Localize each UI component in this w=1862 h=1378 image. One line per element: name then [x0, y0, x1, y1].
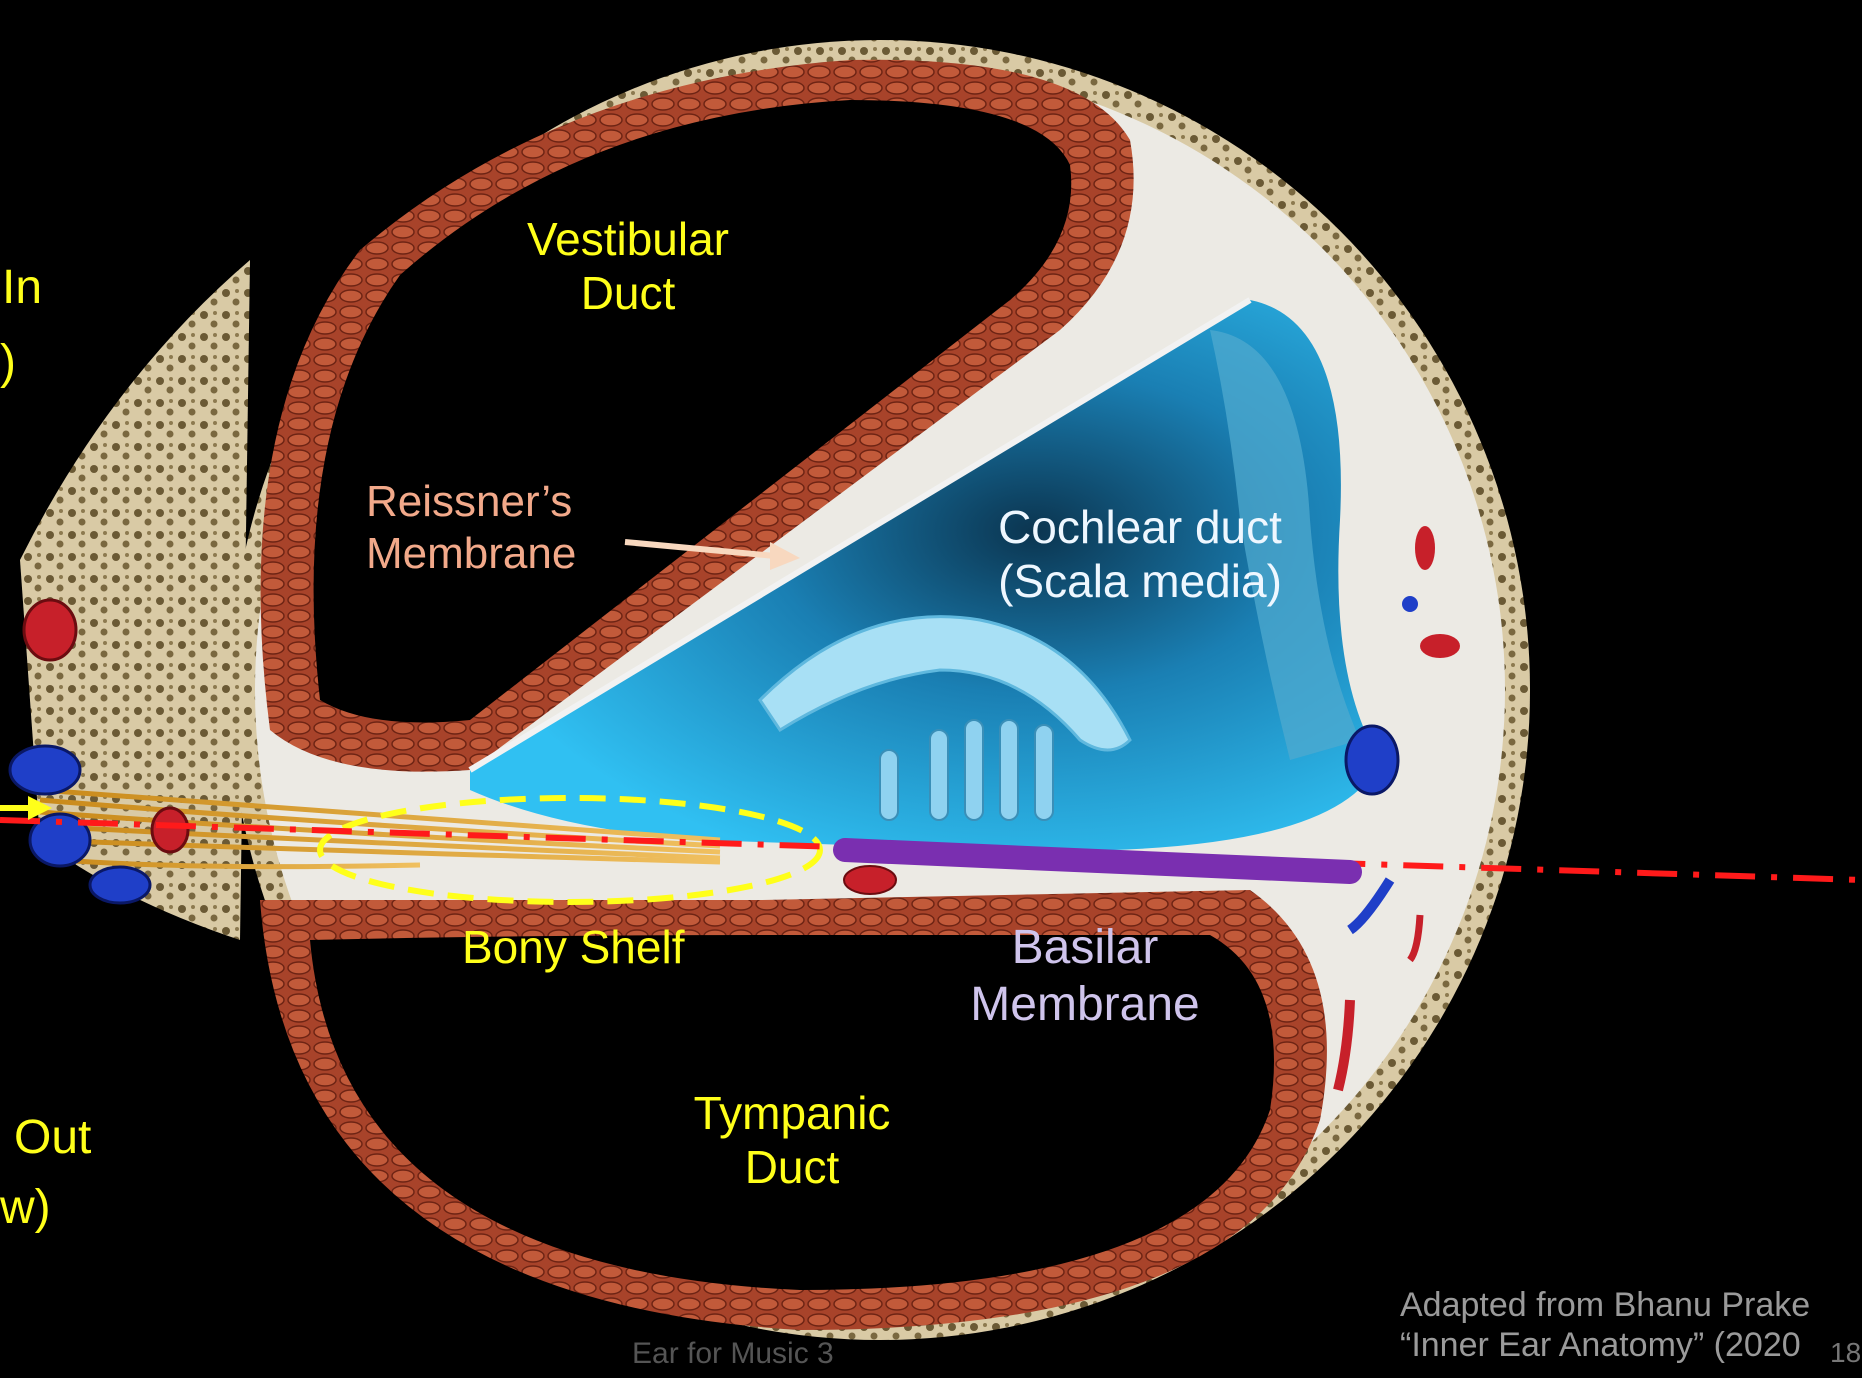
- label-vestibular-line2: Duct: [518, 266, 738, 320]
- footer-course-title: Ear for Music 3: [632, 1336, 834, 1371]
- label-reissners-line2: Membrane: [366, 528, 576, 580]
- label-cochlear-line2: (Scala media): [970, 554, 1310, 608]
- label-basilar-membrane: Basilar Membrane: [950, 920, 1220, 1033]
- label-reissners-membrane: Reissner’s Membrane: [366, 476, 576, 580]
- label-bony-shelf: Bony Shelf: [462, 920, 684, 974]
- label-in-paren: ): [0, 335, 16, 392]
- label-tympanic-line1: Tympanic: [682, 1086, 902, 1140]
- page-number: 18: [1830, 1336, 1861, 1369]
- label-vestibular-line1: Vestibular: [518, 212, 738, 266]
- label-vestibular-duct: Vestibular Duct: [518, 212, 738, 321]
- footer-source-credit: Adapted from Bhanu Prake “Inner Ear Anat…: [1400, 1285, 1810, 1365]
- label-out-paren: w): [0, 1180, 51, 1237]
- label-tympanic-duct: Tympanic Duct: [682, 1086, 902, 1195]
- label-reissners-line1: Reissner’s: [366, 476, 576, 528]
- label-cochlear-line1: Cochlear duct: [970, 500, 1310, 554]
- label-basilar-line1: Basilar: [950, 920, 1220, 977]
- label-basilar-line2: Membrane: [950, 977, 1220, 1034]
- label-in: In: [2, 260, 42, 317]
- footer-source-line1: Adapted from Bhanu Prake: [1400, 1285, 1810, 1325]
- label-tympanic-line2: Duct: [682, 1140, 902, 1194]
- footer-source-line2: “Inner Ear Anatomy” (2020: [1400, 1325, 1810, 1365]
- label-cochlear-duct: Cochlear duct (Scala media): [970, 500, 1310, 609]
- label-out: Out: [14, 1110, 91, 1167]
